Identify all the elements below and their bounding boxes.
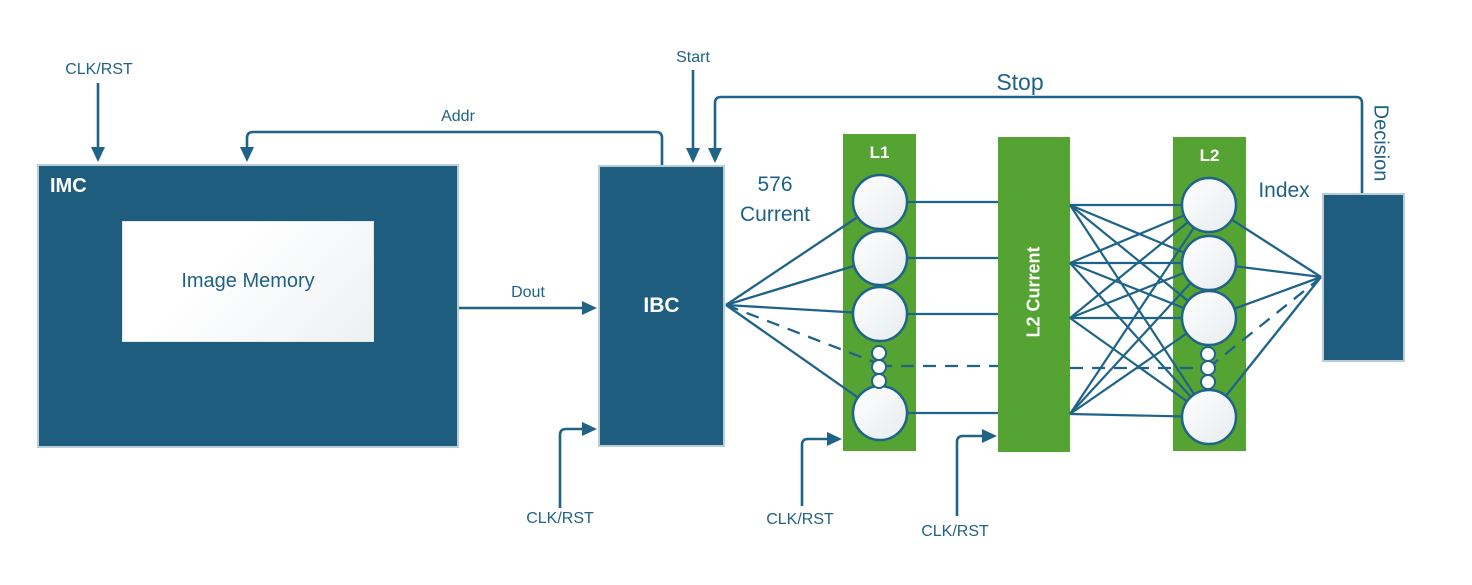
ibc-to-l1-fan xyxy=(725,201,881,414)
ellipsis-dot xyxy=(871,373,887,389)
neuron-circle xyxy=(1180,388,1238,446)
control-wires xyxy=(91,70,1364,516)
l2-label: L2 xyxy=(1199,146,1220,165)
clk-rst-l1-label: CLK/RST xyxy=(766,511,834,528)
decision-signal-label: Decision xyxy=(1369,104,1392,182)
index-label: Index xyxy=(1258,179,1310,202)
neuron-circle xyxy=(851,229,909,287)
ellipsis-dot xyxy=(871,359,887,375)
image-memory-label: Image Memory xyxy=(181,270,315,292)
l1-ellipsis-dots xyxy=(871,345,887,389)
l2-current-column xyxy=(998,137,1070,452)
decision-block xyxy=(1322,193,1405,362)
clk-rst-ibc-label: CLK/RST xyxy=(526,510,594,527)
start-label: Start xyxy=(676,49,710,66)
clk-rst-l1-wire xyxy=(800,432,842,506)
bus-576-value: 576 xyxy=(757,173,793,196)
l2-neurons xyxy=(1180,176,1238,446)
neuron-circle xyxy=(851,285,909,343)
bus-current-word: Current xyxy=(739,203,811,227)
image-memory-block: Image Memory xyxy=(122,221,374,342)
neuron-circle xyxy=(851,384,909,442)
clk-rst-l2current-wire xyxy=(955,429,997,516)
neuron-circle xyxy=(1180,176,1238,234)
addr-label: Addr xyxy=(441,108,475,125)
ellipsis-dot xyxy=(1200,346,1216,362)
l1-neurons xyxy=(851,173,909,442)
stop-label: Stop xyxy=(996,69,1044,95)
l2-ellipsis-dots xyxy=(1200,346,1216,390)
clk-rst-imc-label: CLK/RST xyxy=(65,61,133,78)
addr-wire xyxy=(240,130,664,165)
clk-rst-l2current-label: CLK/RST xyxy=(921,523,989,540)
dout-label: Dout xyxy=(511,284,545,301)
ibc-block: IBC xyxy=(598,165,725,447)
bus-576-current-label: 576 Current xyxy=(727,170,823,231)
ibc-label: IBC xyxy=(643,294,680,317)
ellipsis-dot xyxy=(871,345,887,361)
neuron-circle xyxy=(1180,234,1238,292)
ellipsis-dot xyxy=(1200,374,1216,390)
l1-label: L1 xyxy=(869,143,890,162)
clk-rst-ibc-wire xyxy=(558,422,597,508)
ellipsis-dot xyxy=(1200,360,1216,376)
stop-wire xyxy=(708,95,1364,193)
neuron-circle xyxy=(1180,289,1238,347)
neuron-circle xyxy=(851,173,909,231)
imc-label: IMC xyxy=(50,175,87,197)
